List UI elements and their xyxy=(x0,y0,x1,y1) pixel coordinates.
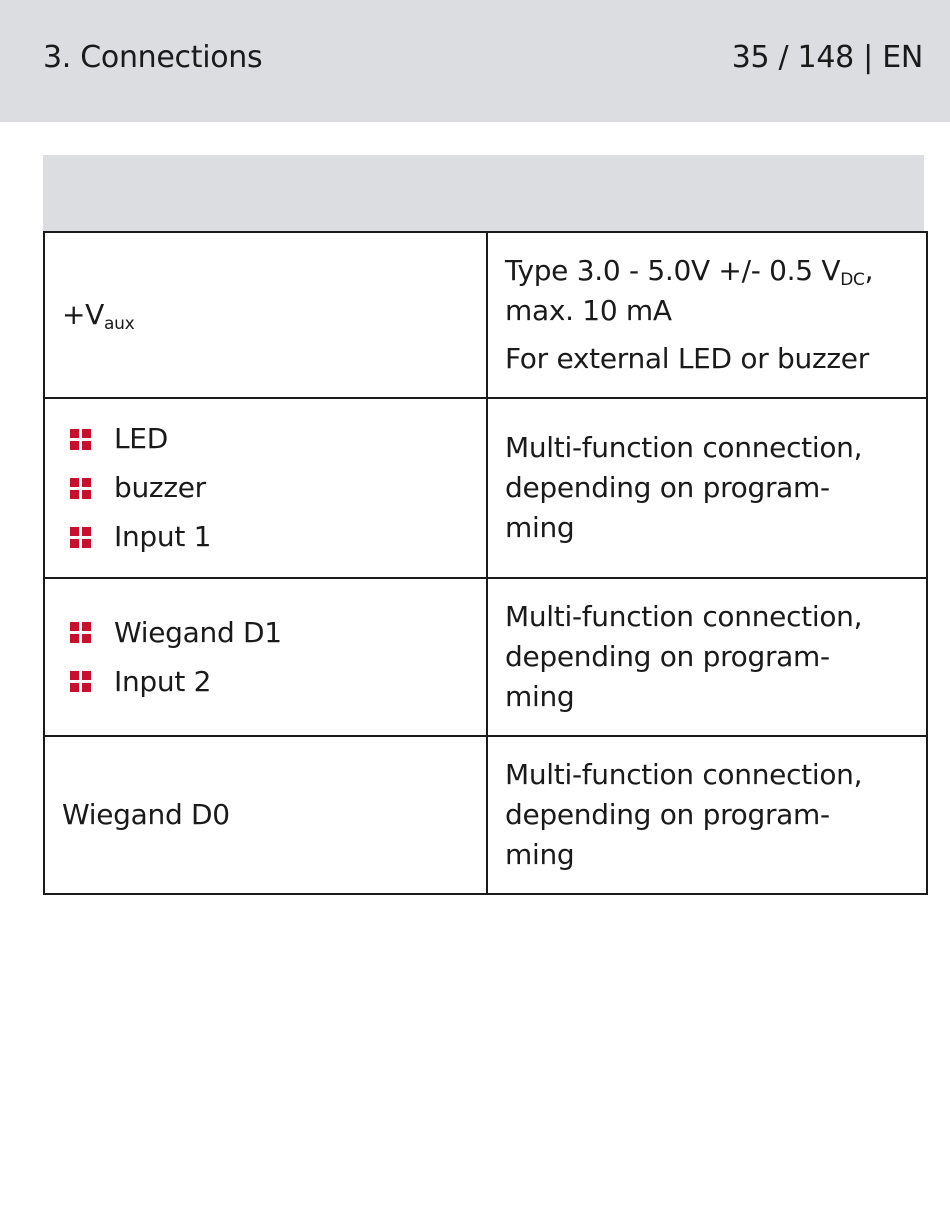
connection-label: +Vaux xyxy=(43,231,488,399)
description-line: ming xyxy=(505,680,575,713)
section-title: 3. Connections xyxy=(43,40,263,75)
red-square-grid-icon xyxy=(70,428,91,450)
connection-label: LED buzzer Input 1 xyxy=(43,397,488,579)
red-square-grid-icon xyxy=(70,526,91,548)
description-line: ming xyxy=(505,511,575,544)
connection-description: Type 3.0 - 5.0V +/- 0.5 VDC, max. 10 mA … xyxy=(486,231,928,399)
table-row: LED buzzer Input 1 Multi-function connec… xyxy=(43,397,928,579)
connection-description: Multi-function connection, depending on … xyxy=(486,577,928,737)
list-item: LED xyxy=(70,415,486,464)
description-line: max. 10 mA xyxy=(505,294,672,327)
list-item: buzzer xyxy=(70,464,486,513)
connection-label: Wiegand D1 Input 2 xyxy=(43,577,488,737)
list-item: Input 2 xyxy=(70,657,486,706)
page-number: 35 / 148 | EN xyxy=(731,40,924,75)
connection-description: Multi-function connection, depending on … xyxy=(486,735,928,895)
description-line: depending on program- xyxy=(505,471,830,504)
table-row: +Vaux Type 3.0 - 5.0V +/- 0.5 VDC, max. … xyxy=(43,231,928,399)
description-line: For external LED or buzzer xyxy=(505,342,869,375)
description-line: ming xyxy=(505,838,575,871)
table-header-band xyxy=(43,155,924,232)
table-row: Wiegand D0 Multi-function connection, de… xyxy=(43,735,928,895)
bullet-list: LED buzzer Input 1 xyxy=(62,415,486,562)
description-line: depending on program- xyxy=(505,640,830,673)
list-item: Wiegand D1 xyxy=(70,608,486,657)
red-square-grid-icon xyxy=(70,622,91,643)
connection-label: Wiegand D0 xyxy=(43,735,488,895)
red-square-grid-icon xyxy=(70,477,91,499)
description-line: Multi-function connection, xyxy=(505,600,863,633)
list-item: Input 1 xyxy=(70,513,486,562)
connections-table: +Vaux Type 3.0 - 5.0V +/- 0.5 VDC, max. … xyxy=(43,231,928,895)
description-line: Multi-function connection, xyxy=(505,758,863,791)
connection-description: Multi-function connection, depending on … xyxy=(486,397,928,579)
description-line: depending on program- xyxy=(505,798,830,831)
page-header: 3. Connections 35 / 148 | EN xyxy=(0,0,950,122)
table-row: Wiegand D1 Input 2 Multi-function connec… xyxy=(43,577,928,737)
description-line: Type 3.0 - 5.0V +/- 0.5 VDC, xyxy=(505,254,874,290)
description-line: Multi-function connection, xyxy=(505,431,863,464)
bullet-list: Wiegand D1 Input 2 xyxy=(62,608,486,706)
red-square-grid-icon xyxy=(70,671,91,692)
